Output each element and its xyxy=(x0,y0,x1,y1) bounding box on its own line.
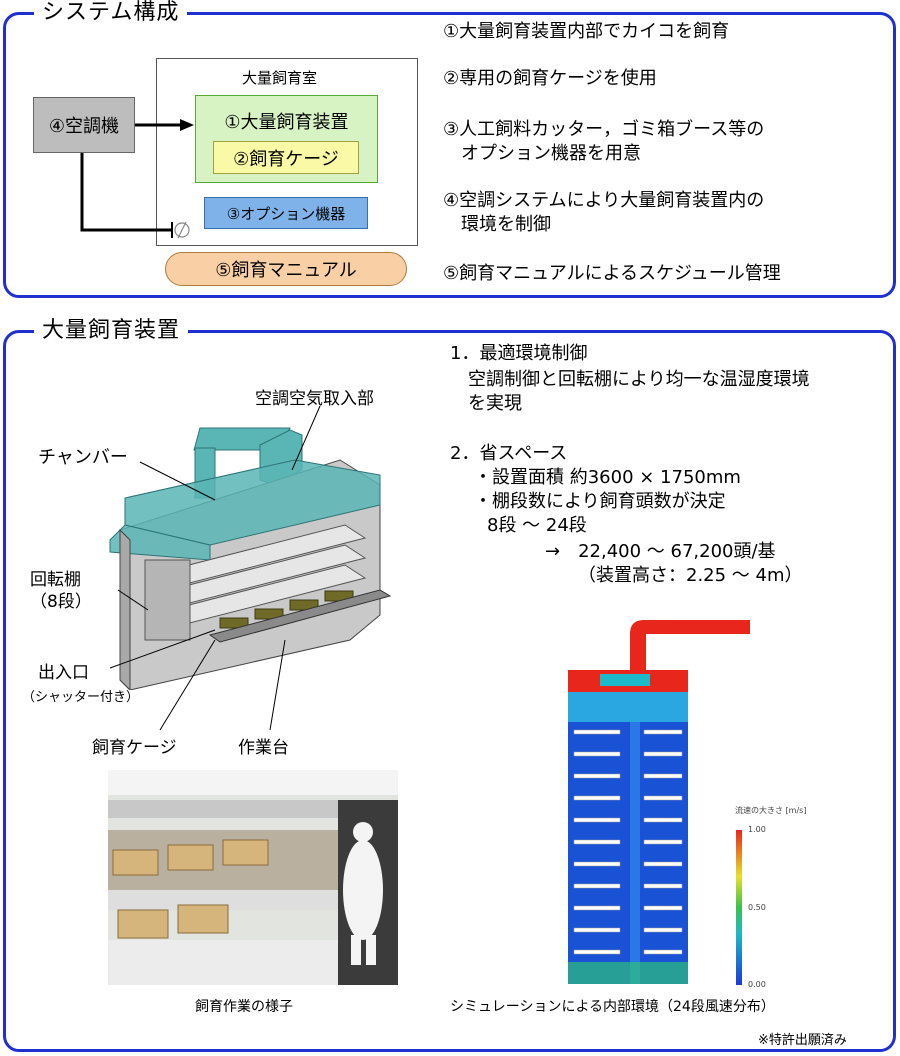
photo-illustration xyxy=(108,770,398,985)
label-chamber: チャンバー xyxy=(38,447,128,468)
option-box: ③オプション機器 xyxy=(204,197,368,229)
leader-lines xyxy=(109,405,321,731)
label-entrance: 出入口 xyxy=(38,663,89,683)
device-illustration xyxy=(109,427,392,690)
room-label: 大量飼育室 xyxy=(242,69,318,87)
label-shelf: 回転棚 （8段） xyxy=(30,570,92,612)
photo-caption: 飼育作業の様子 xyxy=(195,999,293,1015)
aircon-label: ④空調機 xyxy=(48,116,120,137)
simulation-image xyxy=(560,612,770,992)
system-panel xyxy=(3,12,896,298)
patent-note: ※特許出願済み xyxy=(758,1033,847,1048)
system-connectors xyxy=(80,119,194,239)
label-intake: 空調空気取入部 xyxy=(255,389,374,409)
legend-tick-max: 1.00 xyxy=(748,825,766,834)
point2-result: → 22,400 ～ 67,200頭/基 xyxy=(545,541,776,562)
legend-tick-mid: 0.50 xyxy=(748,903,766,912)
manual-box: ⑤飼育マニュアル xyxy=(165,252,407,286)
device-title: 大量飼育装置 xyxy=(34,318,189,344)
system-feature-3: ③人工飼料カッター，ゴミ箱ブース等の オプション機器を用意 xyxy=(443,119,765,164)
system-feature-2: ②専用の飼育ケージを使用 xyxy=(443,68,657,89)
point2-item-2: ・棚段数により飼育頭数が決定 xyxy=(474,491,726,512)
point2-range: 8段 ～ 24段 xyxy=(487,515,587,536)
option-label: ③オプション機器 xyxy=(226,204,346,223)
legend-title: 流速の大きさ [m/s] xyxy=(735,806,807,815)
point2-item-1: ・設置面積 約3600 × 1750mm xyxy=(474,467,741,488)
label-shutter: （シャッター付き） xyxy=(22,690,140,705)
device-label: ①大量飼育装置 xyxy=(224,112,349,133)
cage-label: ②飼育ケージ xyxy=(233,148,339,170)
sim-caption: シミュレーションによる内部環境（24段風速分布） xyxy=(450,999,775,1015)
system-feature-1: ①大量飼育装置内部でカイコを飼育 xyxy=(443,21,730,42)
point1-body: 空調制御と回転棚により均一な温湿度環境 を実現 xyxy=(468,369,810,414)
cage-box: ②飼育ケージ xyxy=(213,141,359,174)
label-workbench: 作業台 xyxy=(238,738,289,758)
point1-title: 1．最適環境制御 xyxy=(450,343,588,364)
breeding-work-photo xyxy=(108,770,398,985)
system-feature-5: ⑤飼育マニュアルによるスケジュール管理 xyxy=(443,263,781,284)
label-cage: 飼育ケージ xyxy=(92,738,177,758)
system-title: システム構成 xyxy=(34,0,188,26)
point2-height: （装置高さ：2.25 ～ 4m） xyxy=(578,565,803,586)
legend-tick-min: 0.00 xyxy=(748,980,766,989)
point2-title: 2．省スペース xyxy=(450,443,568,464)
manual-label: ⑤飼育マニュアル xyxy=(215,260,357,281)
system-feature-4: ④空調システムにより大量飼育装置内の 環境を制御 xyxy=(443,190,765,235)
aircon-box: ④空調機 xyxy=(33,97,135,153)
